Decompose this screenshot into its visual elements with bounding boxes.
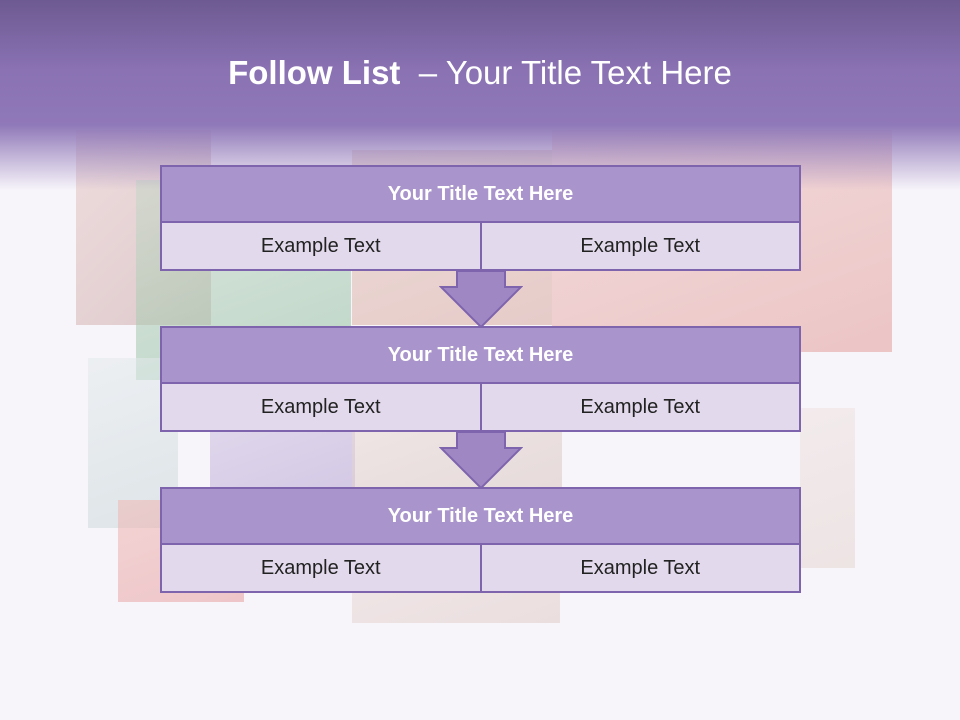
flow-step-title: Your Title Text Here [162,489,799,545]
flow-step-title: Your Title Text Here [162,328,799,384]
down-arrow-icon [439,432,523,490]
photo-tile [800,408,855,568]
slide-title-bold: Follow List [228,54,401,91]
flow-step-left-text: Example Text [162,545,480,591]
flow-step-2: Your Title Text Here Example Text Exampl… [160,326,801,432]
flow-step-right-text: Example Text [479,384,799,430]
header-band [0,0,960,190]
flow-step-right-text: Example Text [479,545,799,591]
flow-step-1: Your Title Text Here Example Text Exampl… [160,165,801,271]
flow-step-left-text: Example Text [162,384,480,430]
flow-step-3: Your Title Text Here Example Text Exampl… [160,487,801,593]
slide-title: Follow List – Your Title Text Here [0,54,960,92]
slide-title-rest: – Your Title Text Here [418,54,732,91]
down-arrow-icon [439,271,523,329]
flow-step-left-text: Example Text [162,223,480,269]
flow-step-title: Your Title Text Here [162,167,799,223]
flow-step-right-text: Example Text [479,223,799,269]
